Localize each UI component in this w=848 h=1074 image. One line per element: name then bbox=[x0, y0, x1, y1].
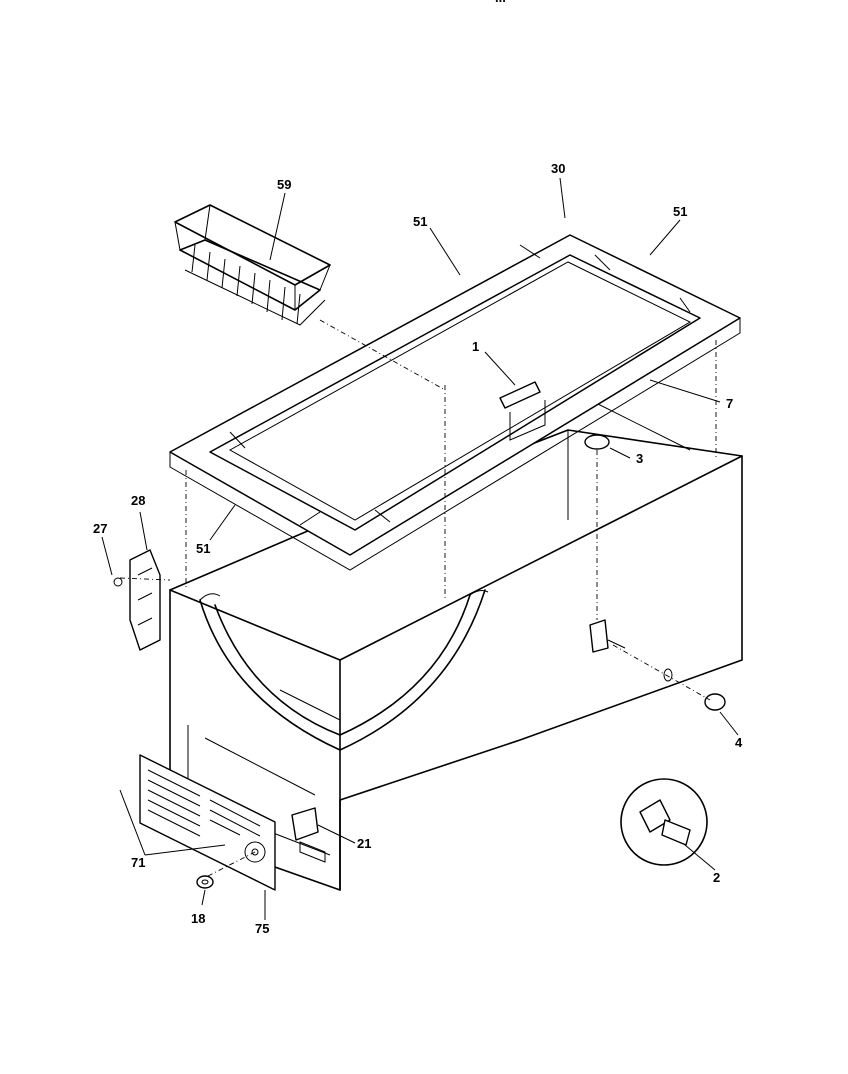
callout-51-bottom: 51 bbox=[196, 541, 210, 556]
callout-51-top: 51 bbox=[413, 214, 427, 229]
front-grille bbox=[139, 754, 276, 891]
callout-4: 4 bbox=[735, 735, 743, 750]
alignment-lines bbox=[119, 319, 717, 877]
callout-59: 59 bbox=[277, 177, 291, 192]
callout-2: 2 bbox=[713, 870, 720, 885]
leader-lines bbox=[101, 177, 739, 920]
callout-21: 21 bbox=[357, 836, 371, 851]
callout-30: 30 bbox=[551, 161, 565, 176]
callout-7: 7 bbox=[726, 396, 733, 411]
callout-27: 27 bbox=[93, 521, 107, 536]
callout-71: 71 bbox=[131, 855, 145, 870]
callout-51-right: 51 bbox=[673, 204, 687, 219]
callout-3: 3 bbox=[636, 451, 643, 466]
callout-labels: 59 30 51 51 1 7 3 28 27 51 4 21 71 2 18 … bbox=[93, 0, 743, 936]
drain-plug-inset bbox=[620, 778, 708, 866]
wire-basket bbox=[174, 204, 331, 326]
drain-parts bbox=[196, 434, 726, 889]
lid-gasket-frame bbox=[169, 234, 741, 571]
lid-latch bbox=[113, 549, 161, 651]
callout-18: 18 bbox=[191, 911, 205, 926]
header-partial-text: ... bbox=[495, 0, 506, 5]
callout-1: 1 bbox=[472, 339, 479, 354]
callout-75: 75 bbox=[255, 921, 269, 936]
callout-28: 28 bbox=[131, 493, 145, 508]
